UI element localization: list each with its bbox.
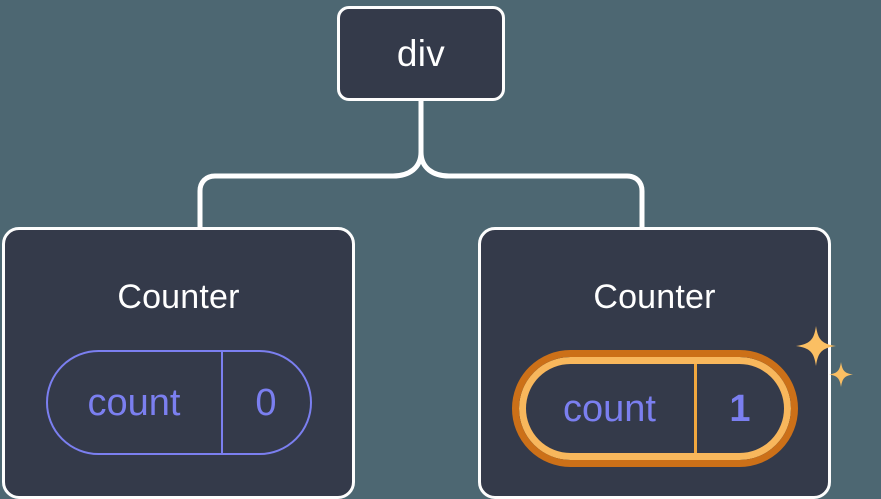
node-counter-left[interactable]: Counter count 0 (2, 227, 355, 499)
state-pill-right[interactable]: count 1 (511, 350, 798, 467)
state-pill-right-key-cell: count (526, 364, 697, 453)
node-div[interactable]: div (337, 6, 505, 101)
state-pill-right-value: 1 (729, 387, 751, 430)
state-pill-left[interactable]: count 0 (45, 350, 312, 455)
state-pill-wrapper-right: count 1 (511, 326, 853, 467)
node-div-label: div (396, 33, 446, 74)
node-counter-right-title: Counter (593, 278, 716, 316)
state-pill-wrapper-left: count 0 (45, 350, 312, 455)
state-pill-left-key: count (87, 381, 181, 424)
node-counter-left-title: Counter (117, 278, 240, 316)
state-pill-right-value-cell: 1 (697, 364, 784, 453)
state-pill-left-value: 0 (255, 381, 277, 424)
state-pill-right-key: count (563, 387, 656, 430)
state-pill-left-key-cell: count (48, 352, 223, 453)
state-pill-left-value-cell: 0 (223, 352, 310, 453)
sparkle-icon-large (795, 326, 836, 366)
sparkle-group (795, 326, 853, 387)
node-counter-right[interactable]: Counter count 1 (478, 227, 853, 499)
state-pill-right-inner-ring: count 1 (518, 357, 791, 460)
sparkle-icon-small (828, 362, 853, 387)
